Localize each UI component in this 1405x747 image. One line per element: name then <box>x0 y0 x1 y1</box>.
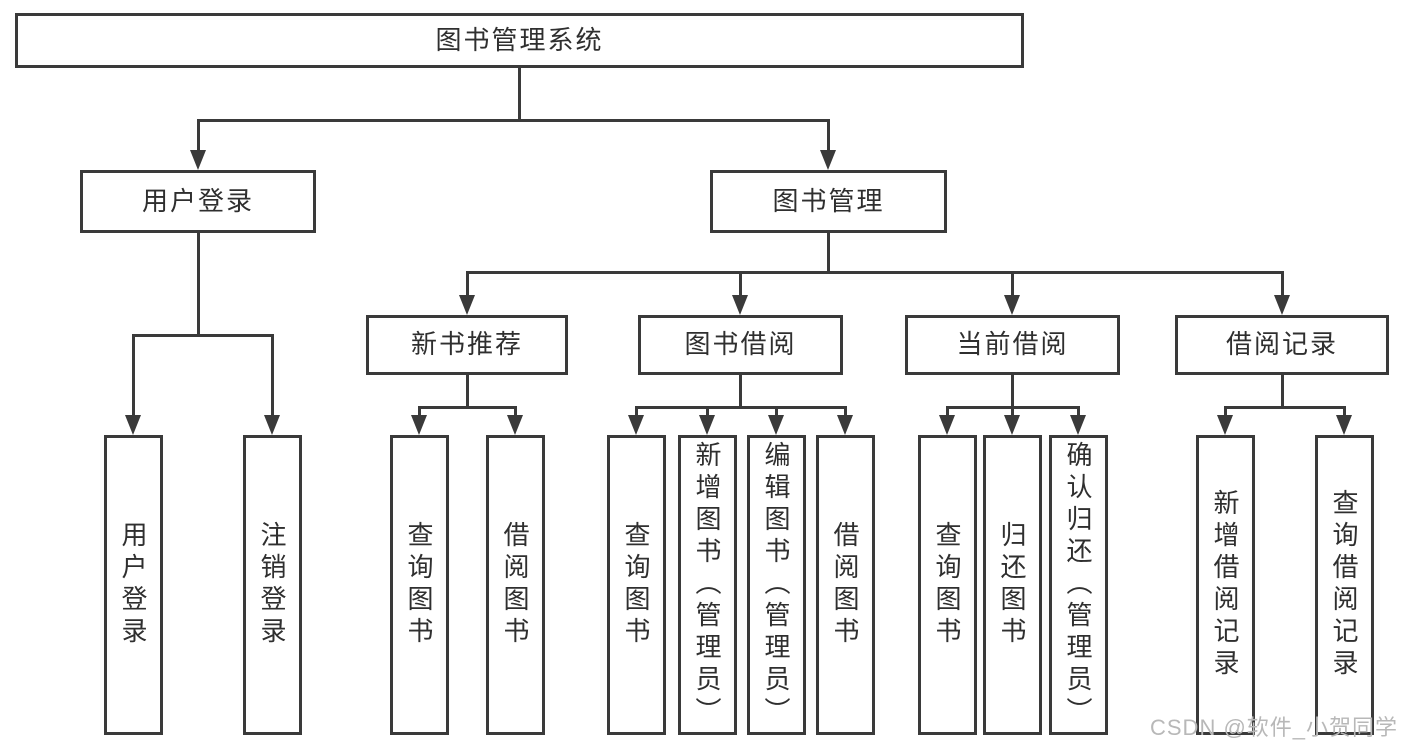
node-borrowing-records: 借阅记录 <box>1175 315 1389 375</box>
node-user-login: 用户登录 <box>80 170 316 233</box>
connector-line <box>465 375 469 408</box>
leaf-query-books-recommend-label: 查询图书 <box>404 521 434 649</box>
connector-line <box>131 335 135 417</box>
connector-line <box>517 68 521 121</box>
node-current-borrowing: 当前借阅 <box>905 315 1120 375</box>
connector-line <box>738 272 742 297</box>
connector-line <box>843 407 847 417</box>
connector-line <box>634 405 847 409</box>
arrowhead-icon <box>1004 415 1020 435</box>
arrowhead-icon <box>1336 415 1352 435</box>
leaf-user-login-label: 用户登录 <box>118 521 148 649</box>
node-library-system-label: 图书管理系统 <box>435 24 604 55</box>
arrowhead-icon <box>628 415 644 435</box>
connector-line <box>1223 405 1346 409</box>
leaf-add-book-admin-label: 新增图书（管理员） <box>692 441 722 729</box>
leaf-add-borrow-record: 新增借阅记录 <box>1195 435 1255 735</box>
connector-line <box>417 405 517 409</box>
node-library-system: 图书管理系统 <box>15 13 1024 68</box>
arrowhead-icon <box>459 295 475 315</box>
leaf-query-books-recommend: 查询图书 <box>389 435 449 735</box>
leaf-logout-login-label: 注销登录 <box>257 521 287 649</box>
connector-line <box>1076 407 1080 417</box>
arrowhead-icon <box>768 415 784 435</box>
node-book-management-label: 图书管理 <box>772 185 885 216</box>
leaf-confirm-return-admin-label: 确认归还（管理员） <box>1063 441 1093 729</box>
connector-line <box>465 272 469 297</box>
node-book-borrowing-label: 图书借阅 <box>684 329 797 360</box>
connector-line <box>1280 272 1284 297</box>
arrowhead-icon <box>939 415 955 435</box>
leaf-borrow-books-borrowing: 借阅图书 <box>815 435 875 735</box>
connector-line <box>826 120 830 152</box>
leaf-edit-book-admin-label: 编辑图书（管理员） <box>761 441 791 729</box>
node-book-borrowing: 图书借阅 <box>638 315 843 375</box>
node-user-login-label: 用户登录 <box>141 185 254 216</box>
leaf-return-books: 归还图书 <box>982 435 1042 735</box>
watermark: CSDN @软件_小贺同学 <box>1150 715 1399 740</box>
connector-line <box>196 233 200 336</box>
leaf-confirm-return-admin: 确认归还（管理员） <box>1048 435 1108 735</box>
leaf-query-books-current-label: 查询图书 <box>932 521 962 649</box>
leaf-borrow-books-borrowing-label: 借阅图书 <box>830 521 860 649</box>
arrowhead-icon <box>732 295 748 315</box>
node-new-book-recommend: 新书推荐 <box>366 315 568 375</box>
leaf-query-books-borrowing: 查询图书 <box>606 435 666 735</box>
arrowhead-icon <box>1070 415 1086 435</box>
connector-line <box>131 333 274 337</box>
arrowhead-icon <box>507 415 523 435</box>
arrowhead-icon <box>1217 415 1233 435</box>
arrowhead-icon <box>125 415 141 435</box>
node-current-borrowing-label: 当前借阅 <box>956 329 1069 360</box>
leaf-user-login: 用户登录 <box>103 435 163 735</box>
arrowhead-icon <box>264 415 280 435</box>
leaf-logout-login: 注销登录 <box>242 435 302 735</box>
connector-line <box>1010 407 1014 417</box>
leaf-query-borrow-record: 查询借阅记录 <box>1314 435 1374 735</box>
leaf-borrow-books-recommend-label: 借阅图书 <box>500 521 530 649</box>
arrowhead-icon <box>1004 295 1020 315</box>
arrowhead-icon <box>699 415 715 435</box>
node-new-book-recommend-label: 新书推荐 <box>410 329 523 360</box>
node-book-management: 图书管理 <box>710 170 947 233</box>
connector-line <box>1280 375 1284 408</box>
leaf-query-borrow-record-label: 查询借阅记录 <box>1329 489 1359 681</box>
connector-line <box>513 407 517 417</box>
leaf-add-book-admin: 新增图书（管理员） <box>677 435 737 735</box>
connector-line <box>705 407 709 417</box>
arrowhead-icon <box>820 150 836 170</box>
node-borrowing-records-label: 借阅记录 <box>1225 329 1338 360</box>
leaf-return-books-label: 归还图书 <box>997 521 1027 649</box>
arrowhead-icon <box>190 150 206 170</box>
leaf-borrow-books-recommend: 借阅图书 <box>485 435 545 735</box>
connector-line <box>738 375 742 408</box>
connector-line <box>417 407 421 417</box>
connector-line <box>774 407 778 417</box>
connector-line <box>945 405 1080 409</box>
connector-line <box>1010 272 1014 297</box>
connector-line <box>465 270 1284 274</box>
connector-line <box>196 118 830 122</box>
connector-line <box>826 233 830 273</box>
arrowhead-icon <box>1274 295 1290 315</box>
leaf-edit-book-admin: 编辑图书（管理员） <box>746 435 806 735</box>
connector-line <box>1010 375 1014 408</box>
connector-line <box>196 120 200 152</box>
connector-line <box>1342 407 1346 417</box>
connector-line <box>945 407 949 417</box>
arrowhead-icon <box>411 415 427 435</box>
connector-line <box>270 335 274 417</box>
leaf-add-borrow-record-label: 新增借阅记录 <box>1210 489 1240 681</box>
leaf-query-books-borrowing-label: 查询图书 <box>621 521 651 649</box>
connector-line <box>1223 407 1227 417</box>
leaf-query-books-current: 查询图书 <box>917 435 977 735</box>
arrowhead-icon <box>837 415 853 435</box>
connector-line <box>634 407 638 417</box>
